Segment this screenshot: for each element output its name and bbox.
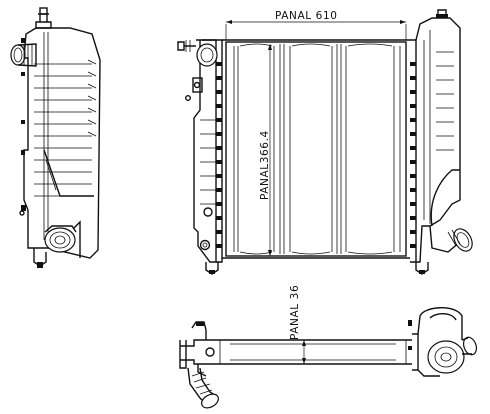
width-label: PANAL 610	[275, 10, 338, 22]
height-label: PANAL366.4	[259, 130, 271, 200]
radiator-core	[225, 41, 407, 257]
top-view	[179, 307, 478, 409]
top-view-right-tank	[408, 307, 478, 377]
side-view	[10, 7, 101, 268]
core-panels	[233, 43, 401, 255]
front-view-outlet	[429, 225, 473, 253]
side-view-lower-outlet	[44, 220, 81, 258]
front-view	[177, 9, 473, 275]
width-dimension: PANAL 610	[225, 10, 407, 40]
side-view-ribs	[34, 59, 97, 197]
front-view-right-ribs	[410, 30, 454, 248]
side-view-upper-inlet	[10, 43, 37, 67]
top-view-left-hose	[187, 367, 219, 409]
depth-label: PANAL 36	[289, 285, 301, 340]
depth-dimension: PANAL 36	[289, 285, 306, 364]
front-view-left-ribs	[200, 62, 222, 248]
height-dimension: PANAL366.4	[259, 44, 272, 256]
